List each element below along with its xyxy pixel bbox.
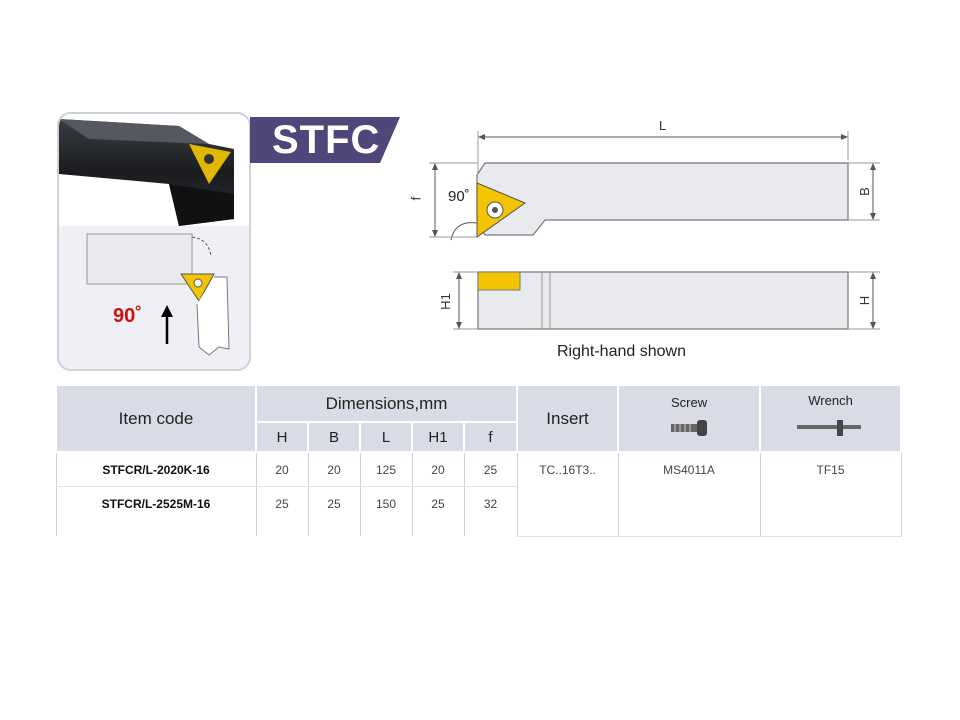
header-dim-H1: H1: [411, 421, 465, 453]
cell-insert: TC..16T3..: [516, 452, 619, 537]
angle-label: 90˚: [113, 305, 142, 327]
dim-label-H1: H1: [437, 293, 453, 310]
insert-position-diagram: [59, 229, 249, 369]
tool-holder-photo: [59, 114, 249, 226]
product-banner: [250, 117, 400, 163]
header-wrench: Wrench: [759, 384, 903, 453]
item-code-cell: STFCR/L-2020K-16: [55, 452, 257, 487]
cell-H1: 20: [411, 452, 465, 487]
dim-label-H: H: [857, 295, 873, 306]
product-title: STFC: [272, 118, 381, 162]
cell-screw: MS4011A: [617, 452, 761, 537]
header-dimensions: Dimensions,mm: [254, 384, 519, 423]
screw-icon: [671, 419, 708, 436]
drawing-angle-label: 90˚: [448, 188, 470, 205]
technical-drawing: [429, 131, 880, 330]
cell-L: 150: [359, 486, 413, 536]
cell-f: 25: [463, 452, 518, 487]
header-dim-B: B: [307, 421, 361, 453]
cell-B: 25: [307, 486, 361, 536]
dim-label-L: L: [659, 118, 667, 133]
cell-L: 125: [359, 452, 413, 487]
header-screw-label: Screw: [670, 394, 708, 410]
cell-H: 20: [255, 452, 309, 487]
drawing-caption: Right-hand shown: [557, 343, 686, 360]
dim-label-B: B: [856, 187, 872, 196]
dim-label-f: f: [408, 196, 424, 201]
cell-H: 25: [255, 486, 309, 536]
header-dim-f: f: [462, 421, 519, 453]
header-dim-H: H: [255, 421, 309, 453]
table-row: STFCR/L-2020K-16 20 20 125 20 25 TC..16T…: [55, 452, 902, 537]
cell-B: 20: [307, 452, 361, 487]
header-screw: Screw: [617, 384, 762, 453]
table-row: STFCR/L-2525M-16 25 25 150 25 32: [55, 486, 901, 536]
cell-H1: 25: [411, 486, 465, 536]
header-wrench-label: Wrench: [808, 392, 853, 408]
item-code-cell: STFCR/L-2525M-16: [55, 486, 257, 536]
cell-f: 32: [463, 486, 518, 536]
spec-table: Item code Dimensions,mm Insert Screw Wre…: [55, 384, 903, 544]
header-item-code: Item code: [55, 384, 257, 453]
product-photo-panel: [57, 112, 251, 371]
cell-wrench: TF15: [759, 452, 902, 537]
header-dim-L: L: [359, 421, 413, 453]
header-insert: Insert: [516, 384, 620, 453]
wrench-icon: [796, 419, 861, 436]
